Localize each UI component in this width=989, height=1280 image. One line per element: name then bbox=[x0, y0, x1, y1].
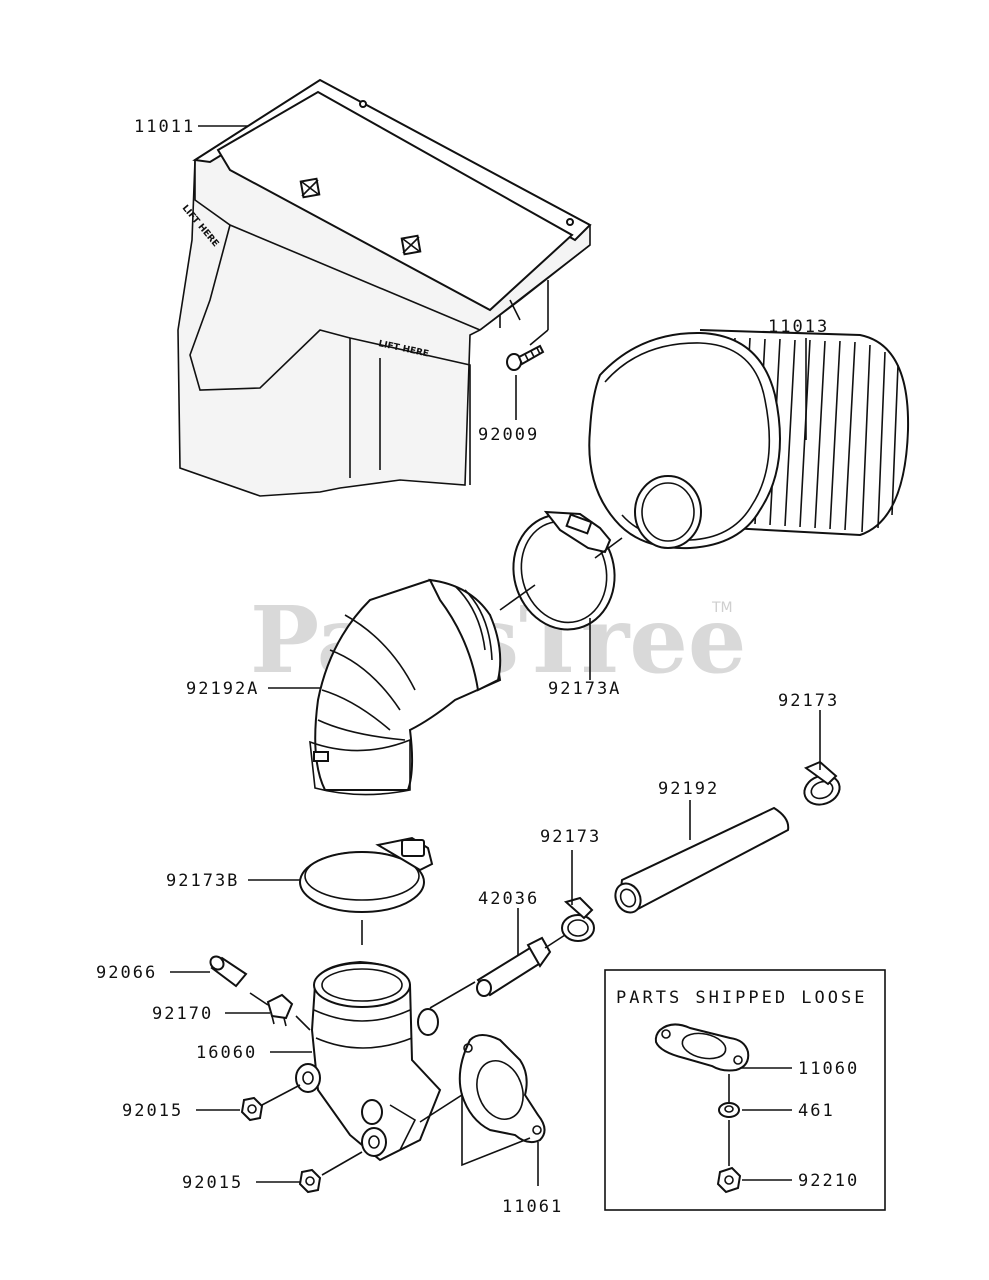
hose-clamp-92173a[interactable] bbox=[501, 503, 628, 641]
label-92173-mid[interactable]: 92173 bbox=[540, 827, 601, 847]
fitting-92170[interactable] bbox=[266, 993, 294, 1027]
washer-461[interactable] bbox=[718, 1102, 740, 1118]
label-92009[interactable]: 92009 bbox=[478, 425, 539, 445]
label-92173-top[interactable]: 92173 bbox=[778, 691, 839, 711]
label-92066[interactable]: 92066 bbox=[96, 963, 157, 983]
label-16060[interactable]: 16060 bbox=[196, 1043, 257, 1063]
gasket-11060[interactable] bbox=[654, 1023, 750, 1072]
air-cleaner-cover[interactable]: LIFT HERE LIFT HERE bbox=[177, 78, 592, 497]
label-92192a[interactable]: 92192A bbox=[186, 679, 259, 699]
hose-clamp-92173b[interactable] bbox=[299, 836, 434, 913]
label-92173b[interactable]: 92173B bbox=[166, 871, 239, 891]
label-92210[interactable]: 92210 bbox=[798, 1171, 859, 1191]
elbow-hose-92192a[interactable] bbox=[309, 578, 502, 796]
nut-92015-b[interactable] bbox=[298, 1168, 322, 1194]
label-11011[interactable]: 11011 bbox=[134, 117, 195, 137]
label-42036[interactable]: 42036 bbox=[478, 889, 539, 909]
label-92173a[interactable]: 92173A bbox=[548, 679, 621, 699]
label-92015-a[interactable]: 92015 bbox=[122, 1101, 183, 1121]
label-11013[interactable]: 11013 bbox=[768, 317, 829, 337]
leader-lines bbox=[170, 125, 821, 1186]
screw-92009[interactable] bbox=[506, 344, 545, 371]
label-92170[interactable]: 92170 bbox=[152, 1004, 213, 1024]
air-filter-element[interactable] bbox=[588, 329, 910, 550]
pipe-42036[interactable] bbox=[476, 936, 552, 997]
hose-92192[interactable] bbox=[611, 806, 790, 917]
label-11061[interactable]: 11061 bbox=[502, 1197, 563, 1217]
label-11060[interactable]: 11060 bbox=[798, 1059, 859, 1079]
label-461[interactable]: 461 bbox=[798, 1101, 835, 1121]
cap-92066[interactable] bbox=[208, 954, 248, 988]
nut-92015-a[interactable] bbox=[240, 1096, 264, 1122]
label-92015-b[interactable]: 92015 bbox=[182, 1173, 243, 1193]
hose-clamp-92173-mid[interactable] bbox=[561, 896, 595, 942]
loose-box-title: PARTS SHIPPED LOOSE bbox=[616, 988, 867, 1008]
inlet-manifold-16060[interactable] bbox=[295, 960, 442, 1162]
gasket-11061[interactable] bbox=[458, 1034, 546, 1144]
parts-shipped-loose-box: PARTS SHIPPED LOOSE 11060 461 92210 bbox=[604, 969, 886, 1211]
label-92192[interactable]: 92192 bbox=[658, 779, 719, 799]
watermark-tm: TM bbox=[711, 600, 733, 616]
nut-92210[interactable] bbox=[716, 1166, 742, 1194]
hose-clamp-92173-top[interactable] bbox=[800, 760, 843, 809]
